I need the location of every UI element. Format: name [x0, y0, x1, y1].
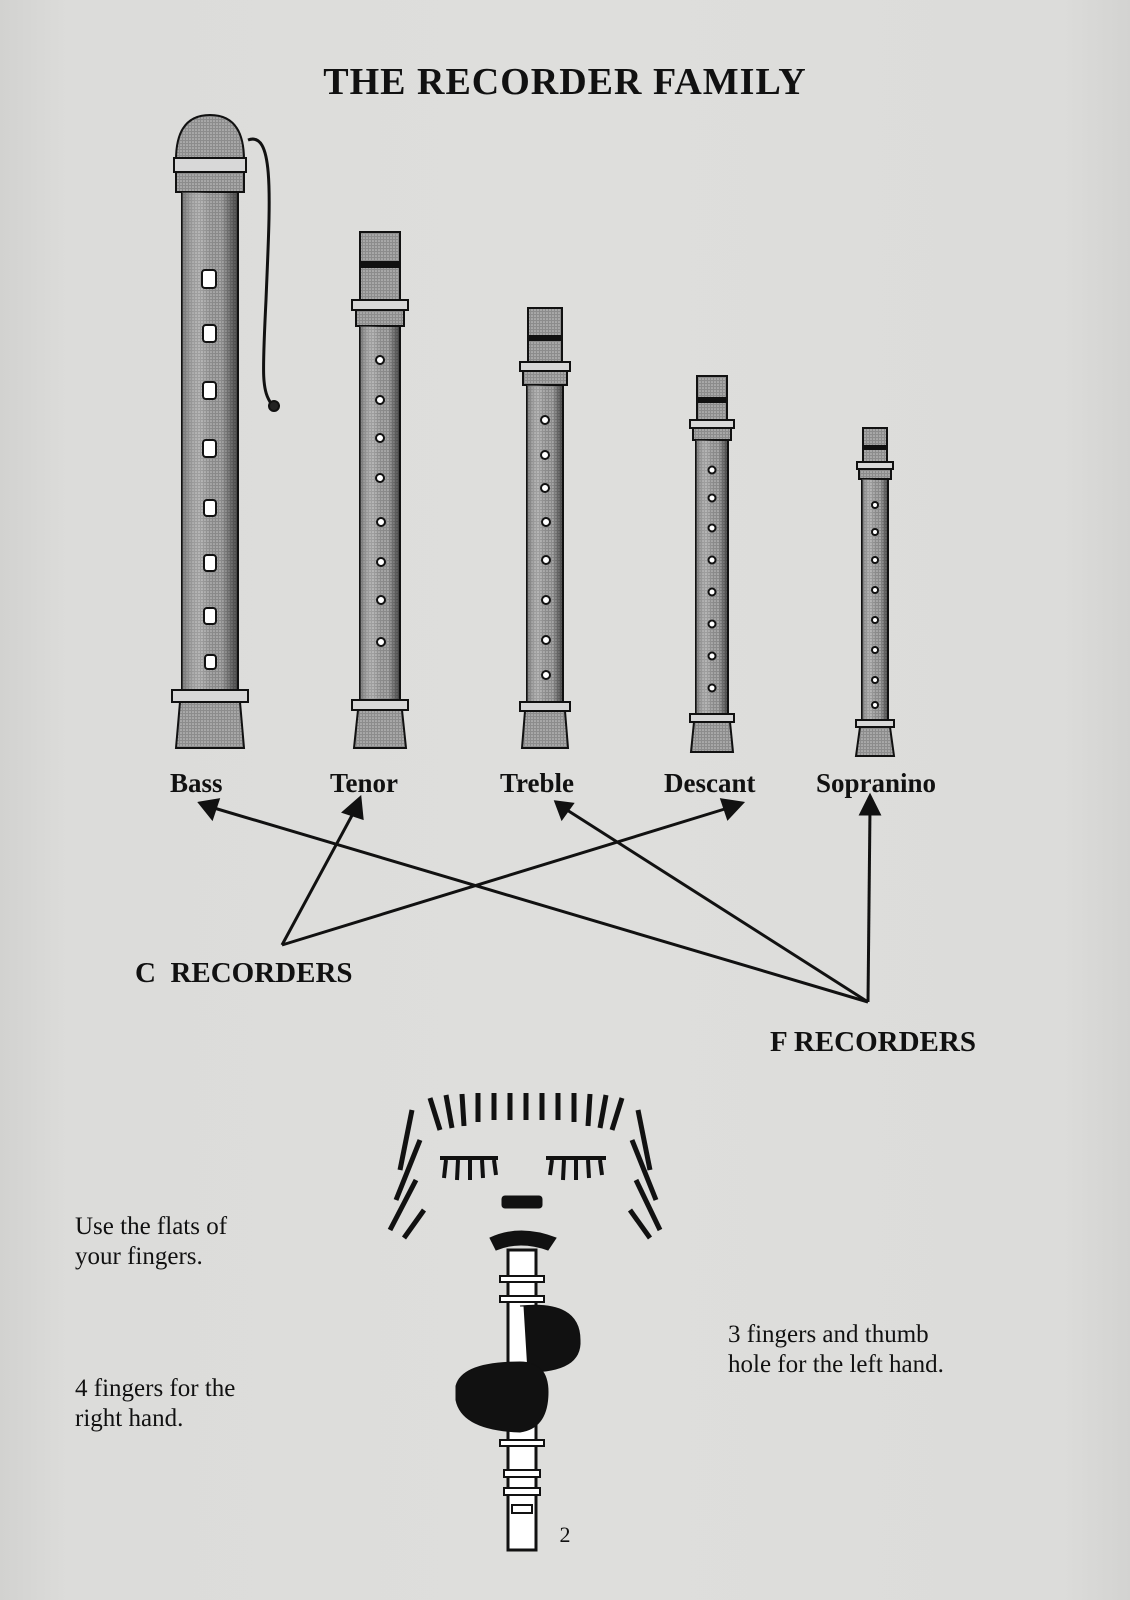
label-descant: Descant [664, 768, 756, 798]
note-right-hand-line1: 4 fingers for the [75, 1375, 236, 1402]
f-recorders-arrows [197, 792, 882, 1004]
player-drawing [387, 1093, 663, 1552]
page-title: THE RECORDER FAMILY [323, 61, 807, 103]
note-flats-line1: Use the flats of [75, 1213, 228, 1240]
note-flats-line2: your fingers. [75, 1243, 203, 1270]
note-right-hand: 4 fingers for the right hand. [75, 1374, 235, 1434]
note-flats: Use the flats of your fingers. [75, 1212, 227, 1272]
tenor-recorder-drawing [351, 231, 409, 749]
f-recorders-label: F RECORDERS [770, 1026, 976, 1058]
c-recorders-label: C RECORDERS [135, 957, 353, 989]
note-right-hand-line2: right hand. [75, 1405, 184, 1432]
bass-recorder-drawing [171, 113, 280, 749]
label-bass: Bass [170, 768, 223, 798]
c-recorders-arrows [280, 794, 746, 947]
label-sopranino: Sopranino [816, 768, 937, 798]
note-left-hand-line1: 3 fingers and thumb [728, 1321, 929, 1348]
label-tenor: Tenor [330, 768, 399, 798]
label-treble: Treble [500, 768, 574, 798]
descant-recorder-drawing [689, 375, 735, 753]
page-number: 2 [559, 1522, 571, 1547]
sopranino-recorder-drawing [854, 427, 896, 757]
note-left-hand: 3 fingers and thumb hole for the left ha… [728, 1320, 944, 1380]
note-left-hand-line2: hole for the left hand. [728, 1351, 944, 1378]
treble-recorder-drawing [519, 307, 571, 749]
